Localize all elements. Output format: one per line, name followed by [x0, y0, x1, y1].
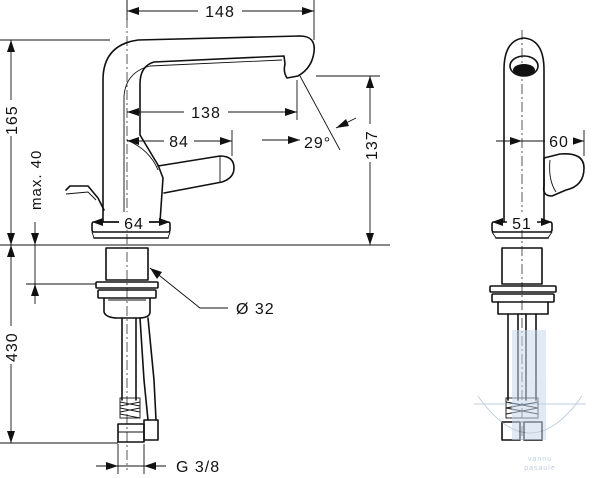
arrow-84-r [220, 137, 232, 145]
arrow-137-b [366, 233, 374, 245]
nut [97, 289, 157, 299]
dim-label-max40: max. 40 [28, 150, 45, 210]
arrow-51-r [541, 218, 552, 226]
hose-right-2 [147, 317, 157, 421]
arrow-64-l [92, 218, 103, 226]
fixing-body [103, 297, 151, 319]
dim-label-angle: 29° [304, 135, 331, 152]
label-bg-148 [198, 1, 242, 19]
dim-label-dia32: Ø 32 [236, 301, 275, 318]
arrow-430-b [7, 431, 15, 443]
arrow-g38-l [106, 462, 118, 470]
connector-right [143, 419, 159, 441]
label-bg-51 [507, 212, 537, 230]
spout-outline [102, 35, 316, 223]
handle-lever [157, 155, 235, 194]
label-bg-137 [361, 124, 381, 162]
side-shank [501, 247, 543, 285]
arrow-137-t [366, 76, 374, 88]
arrow-64-r [159, 218, 170, 226]
arrow-138-r [285, 108, 297, 116]
front-view [40, 0, 390, 470]
label-bg-60 [545, 131, 573, 149]
dim-label-137: 137 [364, 130, 381, 160]
dim-label-g38: G 3/8 [176, 459, 220, 476]
watermark-shape [512, 330, 546, 440]
popup-rod-lower [65, 191, 97, 201]
front-dimensions: 148 138 84 64 29° 165 [0, 0, 381, 476]
arrow-148-l [127, 7, 139, 15]
dim-label-64: 64 [124, 216, 144, 233]
side-fixing [497, 301, 549, 315]
arrow-430-t [7, 245, 15, 257]
side-dimensions: 60 51 [492, 130, 585, 233]
label-bg-84 [164, 131, 194, 149]
watermark: vannu pasaule [474, 330, 586, 472]
angle-line [299, 75, 341, 151]
shank [105, 247, 149, 281]
dim-label-60: 60 [549, 134, 569, 151]
hose-braid-left [119, 401, 141, 419]
spout-inner-line [123, 59, 283, 222]
hose-right [139, 317, 149, 421]
dim-label-84: 84 [169, 134, 189, 151]
arrow-60-l [510, 137, 522, 145]
arrow-165-b [7, 233, 15, 245]
arrow-g38-r [144, 462, 156, 470]
label-bg-138 [184, 102, 228, 120]
arrow-dia32 [150, 268, 162, 279]
side-nut [491, 293, 555, 303]
dim-label-165: 165 [4, 105, 21, 135]
watermark-text-1: vannu [528, 456, 552, 463]
dim-label-138: 138 [191, 105, 221, 122]
popup-rod [65, 185, 105, 211]
label-bg-165 [1, 100, 21, 136]
body-curve [126, 139, 159, 171]
arrow-138-l [127, 108, 139, 116]
arrow-148-r [302, 7, 314, 15]
arrow-angle-r [336, 119, 349, 128]
side-washer [489, 285, 557, 293]
side-spout [503, 37, 545, 223]
watermark-text-2: pasaule [524, 465, 556, 472]
base-ring-edges [91, 231, 171, 239]
side-base-edges [491, 231, 553, 239]
arrow-165-t [7, 40, 15, 52]
dim-label-148: 148 [205, 4, 235, 21]
arrow-84-l [127, 137, 139, 145]
watermark-arc [477, 395, 583, 434]
leader-dia32 [149, 267, 228, 309]
side-handle-edge [549, 159, 557, 193]
arrow-max40-t [31, 233, 39, 245]
arrow-angle-l [288, 136, 300, 144]
connector-left [117, 423, 145, 443]
spout-outlet-inner [513, 64, 535, 76]
arrow-51-l [492, 218, 503, 226]
washer [95, 281, 159, 289]
dim-label-51: 51 [512, 216, 532, 233]
arrow-60-r [572, 137, 584, 145]
side-view: vannu pasaule [474, 30, 586, 472]
dim-label-430: 430 [4, 332, 21, 362]
side-handle [542, 152, 585, 197]
label-bg-430 [1, 326, 21, 364]
label-bg-64 [119, 212, 149, 230]
hose-fittings [117, 397, 159, 443]
